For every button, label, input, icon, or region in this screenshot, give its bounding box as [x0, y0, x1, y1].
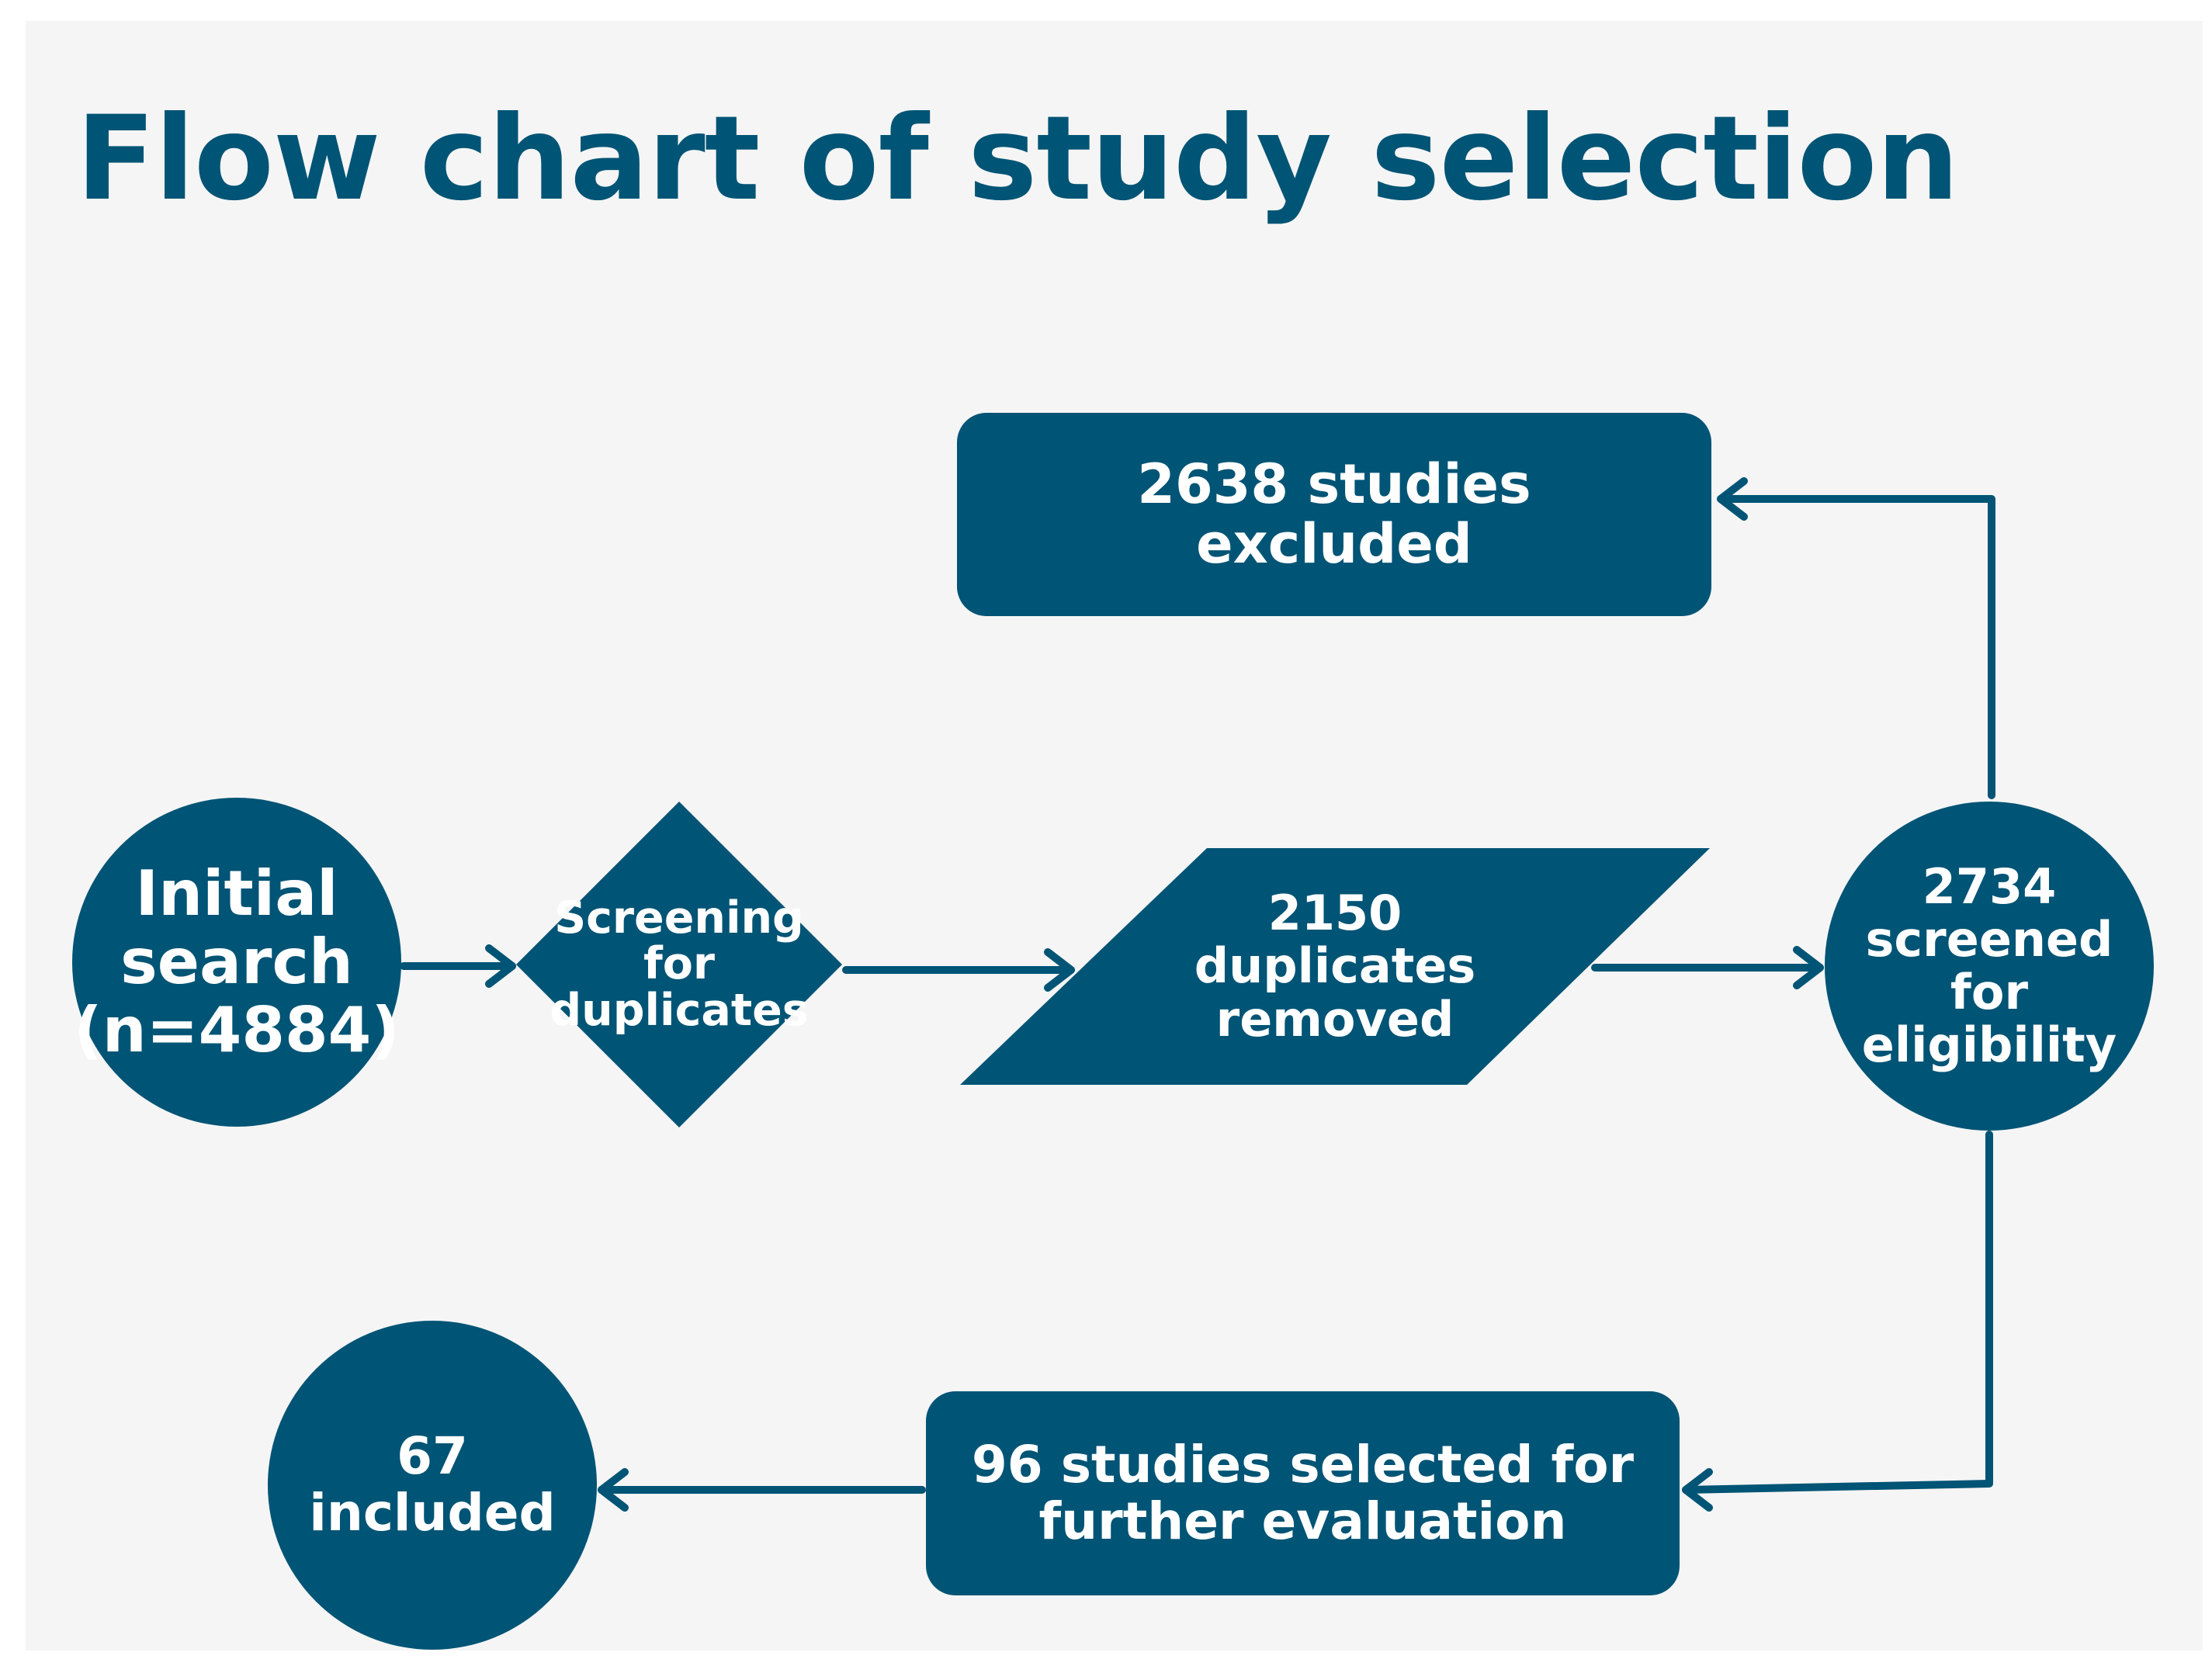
- initial-search-label: Initial search (n=4884): [74, 857, 400, 1066]
- screening-label: Screening for duplicates: [550, 892, 809, 1036]
- duplicates-removed-node: [960, 848, 1710, 1085]
- excluded-label: 2638 studies excluded: [1137, 452, 1531, 576]
- initial-search-node: [72, 798, 401, 1127]
- arrowhead-screening-to-duplicates: [1044, 948, 1075, 992]
- screened-node: [1825, 802, 2154, 1131]
- arrowhead-screened-to-excluded: [1717, 477, 1748, 521]
- excluded-node: [957, 413, 1711, 616]
- duplicates-removed-label: 2150 duplicates removed: [1194, 885, 1476, 1048]
- included-node: [268, 1321, 597, 1650]
- arrowhead-screened-to-selected: [1682, 1468, 1713, 1512]
- screened-label: 2734 screened for eligibility: [1861, 857, 2117, 1074]
- screening-node: [516, 802, 842, 1127]
- diagram-title: Flow chart of study selection: [76, 92, 1959, 227]
- edge-screened-to-excluded: [1717, 495, 1995, 799]
- edge-screened-to-selected: [1682, 1131, 1993, 1494]
- arrowhead-duplicates-to-screened: [1793, 946, 1824, 989]
- included-label: 67 included: [309, 1426, 556, 1543]
- arrowhead-selected-to-included: [598, 1468, 629, 1512]
- arrowhead-initial-to-screening: [485, 944, 516, 988]
- selected-node: [926, 1391, 1680, 1595]
- selected-label: 96 studies selected for further evaluati…: [971, 1434, 1635, 1551]
